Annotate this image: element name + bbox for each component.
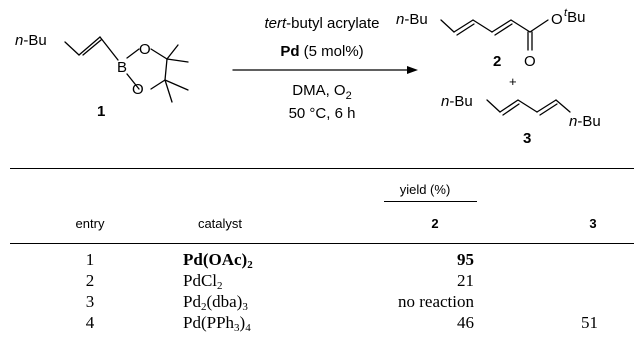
catalyst-cell: Pd2(dba)3 (183, 292, 248, 313)
oxygen-atom-top: O (139, 41, 151, 58)
catalyst-text: Pd (5 mol%) (280, 43, 363, 60)
compound-1-substituent: n-Bu (15, 32, 47, 49)
compound-2-substituent: n-Bu (396, 11, 428, 28)
column-header-yield-2: 2 (431, 216, 439, 231)
catalyst-cell: Pd(PPh3)4 (183, 313, 251, 334)
table-row: 1 Pd(OAc)2 95 (0, 250, 634, 272)
boron-atom: B (117, 59, 127, 76)
yield-group-rule (384, 201, 477, 202)
entry-cell: 1 (85, 250, 95, 269)
compound-3-bonds (486, 99, 571, 116)
carbonyl-oxygen: O (524, 53, 536, 70)
table-header-rule (10, 243, 634, 244)
conditions-text: 50 °C, 6 h (289, 105, 356, 122)
reagent-text: tert-butyl acrylate (264, 15, 379, 32)
compound-3-substituent-left: n-Bu (441, 93, 473, 110)
compound-1-bonds (64, 36, 189, 103)
yield-2-cell: no reaction (398, 292, 474, 311)
yield-2-cell: 46 (457, 313, 474, 332)
column-header-catalyst: catalyst (197, 216, 243, 231)
oxygen-atom-bottom: O (132, 81, 144, 98)
yield-group-header: yield (%) (399, 182, 451, 197)
reaction-scheme: n-Bu B O O 1 tert-butyl acrylate Pd (5 m… (15, 7, 601, 147)
table-row: 3 Pd2(dba)3 no reaction (0, 292, 634, 314)
compound-2-bonds (440, 19, 549, 51)
table-row: 4 Pd(PPh3)4 46 51 (0, 313, 634, 335)
catalyst-cell: PdCl2 (183, 271, 223, 292)
catalyst-cell: Pd(OAc)2 (183, 250, 253, 271)
column-header-yield-3: 3 (589, 216, 597, 231)
arrow-head (407, 66, 418, 74)
yield-2-cell: 95 (457, 250, 474, 269)
plus-sign: + (509, 74, 517, 89)
ester-tbu: tBu (564, 7, 585, 26)
compound-3-substituent-right: n-Bu (569, 113, 601, 130)
yield-2-cell: 21 (457, 271, 474, 290)
yield-3-cell: 51 (581, 313, 598, 332)
entry-cell: 4 (85, 313, 95, 332)
ester-oxygen: O (551, 11, 563, 28)
compound-3-label: 3 (523, 130, 531, 147)
entry-cell: 2 (85, 271, 95, 290)
table-row: 2 PdCl2 21 (0, 271, 634, 293)
solvent-oxidant-text: DMA, O2 (292, 82, 351, 102)
compound-1-label: 1 (97, 103, 105, 120)
table-top-rule (10, 168, 634, 169)
entry-cell: 3 (85, 292, 95, 311)
compound-2-label: 2 (493, 53, 501, 70)
column-header-entry: entry (75, 216, 105, 231)
